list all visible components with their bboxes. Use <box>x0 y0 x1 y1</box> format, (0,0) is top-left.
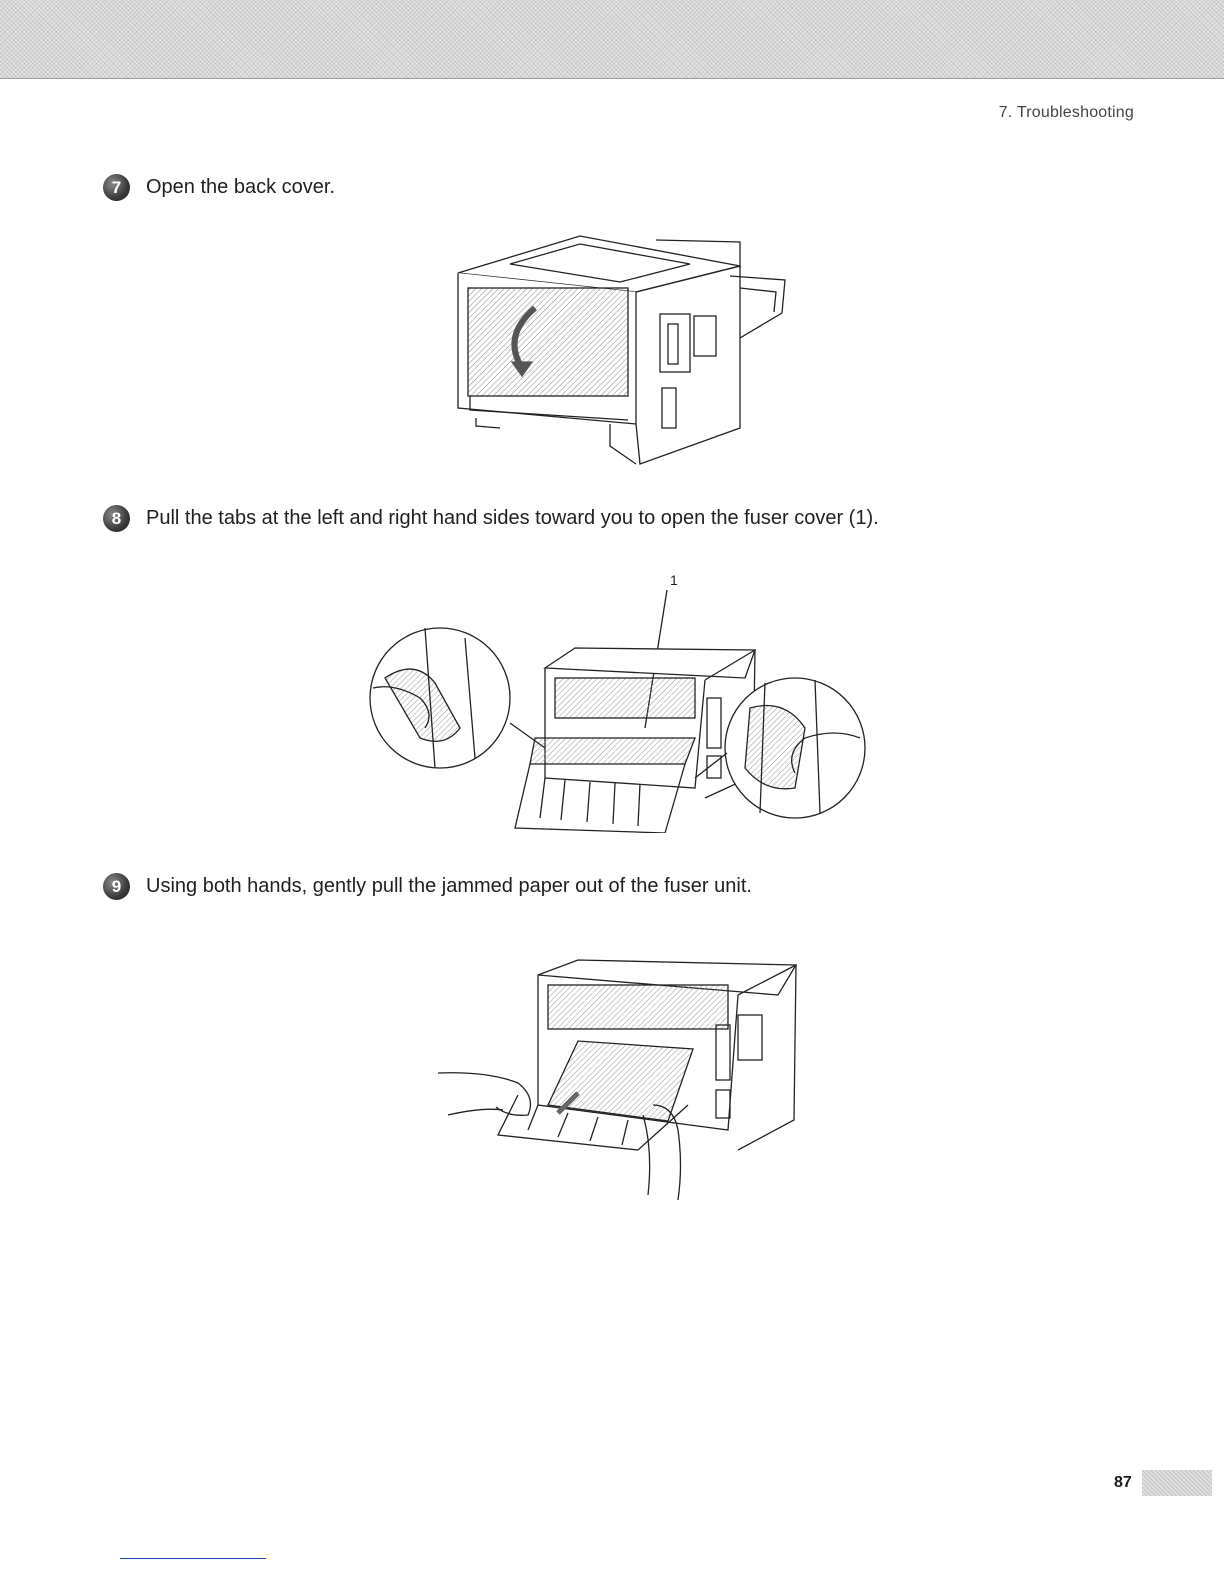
figure-pull-jammed-paper <box>438 955 800 1200</box>
figure-open-back-cover <box>440 228 790 468</box>
step-number-badge: 9 <box>103 873 130 900</box>
step-8: 8 Pull the tabs at the left and right ha… <box>103 505 879 532</box>
step-9: 9 Using both hands, gently pull the jamm… <box>103 873 752 900</box>
step-instruction: Open the back cover. <box>146 176 335 199</box>
step-number-badge: 7 <box>103 174 130 201</box>
footer-rule <box>120 1558 266 1559</box>
page-number: 87 <box>1114 1474 1132 1492</box>
callout-label-fuser-cover: 1 <box>670 572 678 588</box>
header-pattern-band <box>0 0 1224 79</box>
step-number-badge: 8 <box>103 505 130 532</box>
page-tab-pattern <box>1142 1470 1212 1496</box>
running-head: 7. Troubleshooting <box>999 104 1134 122</box>
figure-open-fuser-cover <box>365 588 870 833</box>
step-7: 7 Open the back cover. <box>103 174 335 201</box>
step-instruction: Pull the tabs at the left and right hand… <box>146 507 879 530</box>
step-instruction: Using both hands, gently pull the jammed… <box>146 875 752 898</box>
